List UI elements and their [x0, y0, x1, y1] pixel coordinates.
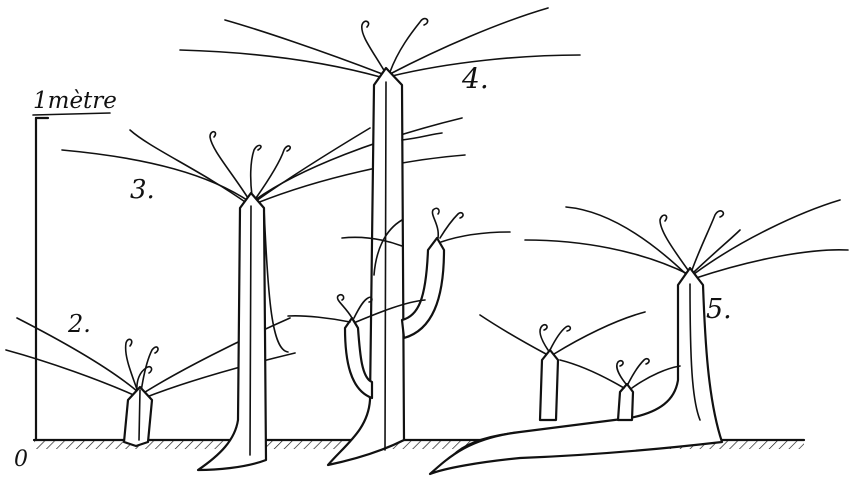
- scale-top-label: 1mètre: [33, 88, 117, 114]
- plant-5: 5.: [430, 200, 848, 474]
- plant-4-label: 4.: [461, 62, 489, 95]
- plant-3-label: 3.: [130, 175, 155, 205]
- scale-zero-label: 0: [14, 447, 28, 472]
- plant-5-label: 5.: [706, 294, 732, 325]
- plant-2-label: 2.: [67, 310, 91, 338]
- height-scale: 1mètre 0: [14, 88, 117, 472]
